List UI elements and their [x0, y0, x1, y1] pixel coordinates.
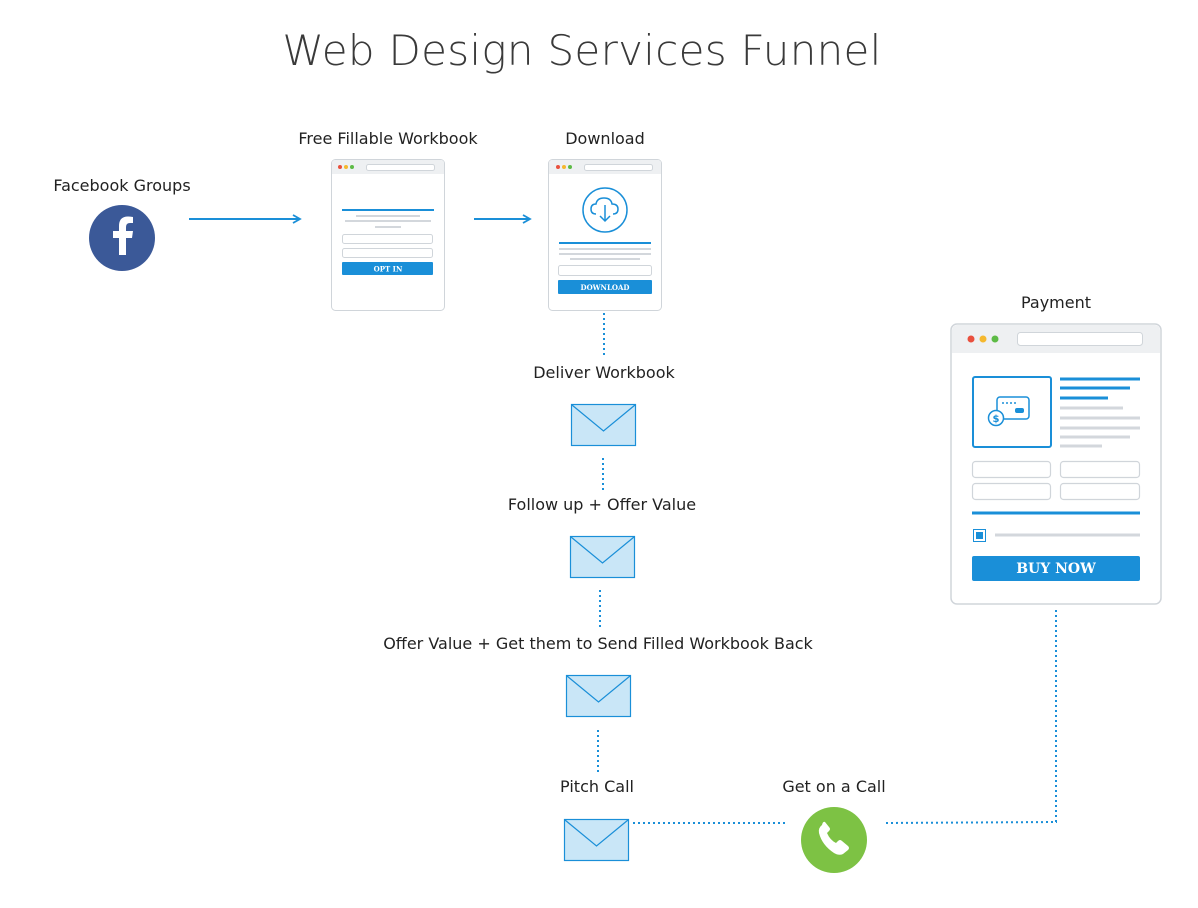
- pitch-call-label: Pitch Call: [560, 777, 634, 796]
- payment-card-icon: $: [972, 376, 1052, 448]
- download-button-label: DOWNLOAD: [581, 283, 630, 292]
- payment-label: Payment: [1020, 293, 1092, 312]
- email-icon: [569, 535, 636, 579]
- email-icon: [563, 818, 630, 862]
- facebook-icon: [89, 205, 155, 271]
- download-page-icon: DOWNLOAD: [548, 159, 662, 311]
- buy-now-button-label: BUY NOW: [1016, 561, 1096, 577]
- email-icon: [570, 403, 637, 447]
- phone-icon: [801, 807, 867, 873]
- get-on-a-call-label: Get on a Call: [782, 777, 886, 796]
- optin-button-label: OPT IN: [374, 265, 403, 274]
- free-fillable-workbook-label: Free Fillable Workbook: [298, 129, 478, 148]
- email-icon: [565, 674, 632, 718]
- facebook-groups-label: Facebook Groups: [53, 176, 191, 195]
- offer-value-label: Offer Value + Get them to Send Filled Wo…: [383, 634, 813, 653]
- page-title: Web Design Services Funnel: [282, 26, 882, 75]
- edge-call-to-payment: [885, 608, 1057, 824]
- follow-up-label: Follow up + Offer Value: [507, 495, 697, 514]
- cloud-download-icon: [582, 187, 628, 233]
- download-label: Download: [565, 129, 645, 148]
- payment-page-icon: $ BUY NOW: [950, 323, 1162, 605]
- deliver-workbook-label: Deliver Workbook: [533, 363, 675, 382]
- optin-page-icon: OPT IN: [331, 159, 445, 311]
- svg-text:$: $: [993, 414, 1000, 425]
